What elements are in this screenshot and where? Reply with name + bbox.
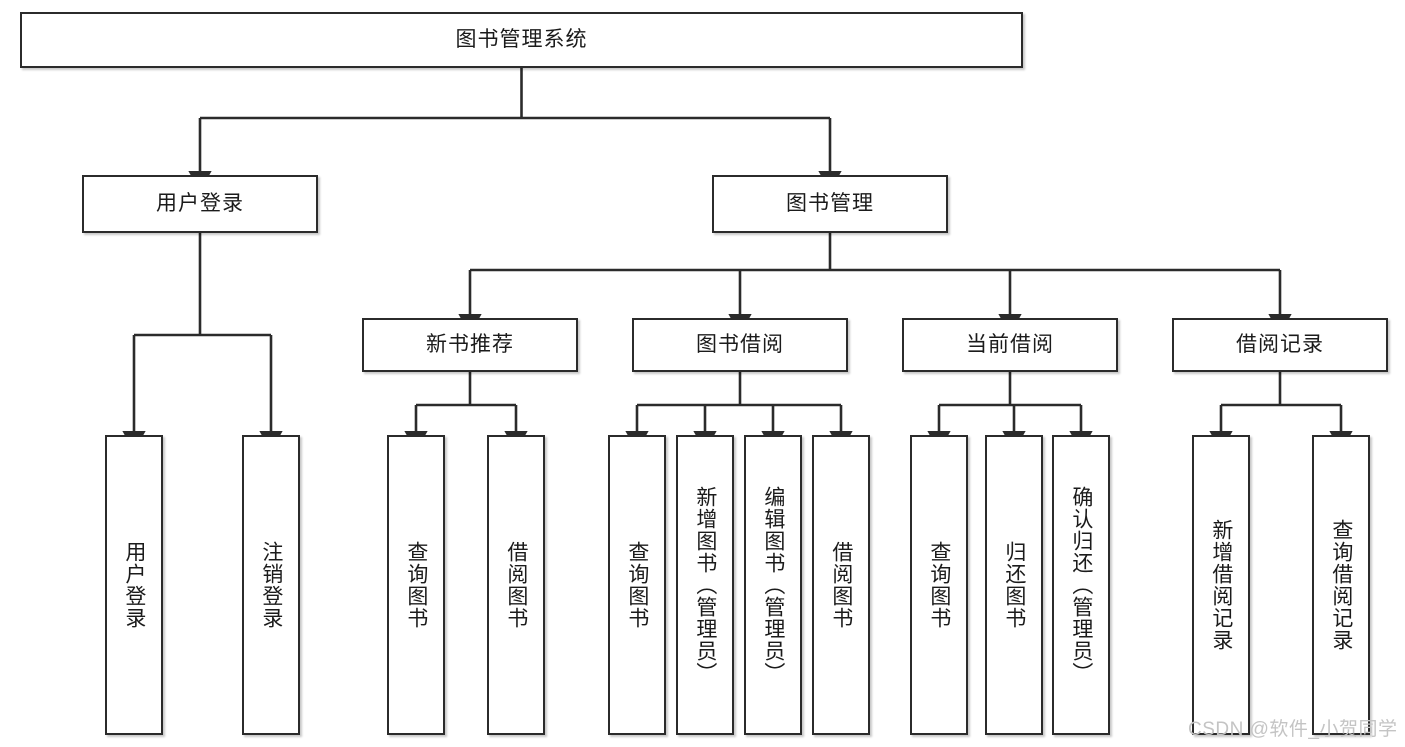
node-label: 编辑图书（管理员） (761, 486, 785, 684)
node-book-borrow[interactable]: 图书借阅 (632, 318, 848, 372)
node-book-management[interactable]: 图书管理 (712, 175, 948, 233)
node-label: 查询图书 (625, 541, 649, 629)
node-leaf-query-book-1[interactable]: 查询图书 (387, 435, 445, 735)
node-label: 借阅图书 (829, 541, 853, 629)
node-label: 查询借阅记录 (1329, 519, 1353, 651)
node-leaf-borrow-book-1[interactable]: 借阅图书 (487, 435, 545, 735)
node-leaf-add-book[interactable]: 新增图书（管理员） (676, 435, 734, 735)
node-label: 查询图书 (404, 541, 428, 629)
node-label: 注销登录 (259, 541, 283, 629)
node-leaf-query-book-3[interactable]: 查询图书 (910, 435, 968, 735)
node-label: 用户登录 (156, 192, 244, 216)
node-leaf-logout-login[interactable]: 注销登录 (242, 435, 300, 735)
node-leaf-add-record[interactable]: 新增借阅记录 (1192, 435, 1250, 735)
node-leaf-query-record[interactable]: 查询借阅记录 (1312, 435, 1370, 735)
node-new-book-recommend[interactable]: 新书推荐 (362, 318, 578, 372)
node-leaf-user-login[interactable]: 用户登录 (105, 435, 163, 735)
node-label: 查询图书 (927, 541, 951, 629)
node-label: 用户登录 (122, 541, 146, 629)
node-leaf-query-book-2[interactable]: 查询图书 (608, 435, 666, 735)
node-leaf-confirm-return[interactable]: 确认归还（管理员） (1052, 435, 1110, 735)
node-user-login[interactable]: 用户登录 (82, 175, 318, 233)
node-label: 新书推荐 (426, 333, 514, 357)
node-label: 图书管理系统 (455, 28, 588, 52)
node-current-borrow[interactable]: 当前借阅 (902, 318, 1118, 372)
node-root[interactable]: 图书管理系统 (20, 12, 1023, 68)
node-leaf-borrow-book-2[interactable]: 借阅图书 (812, 435, 870, 735)
node-label: 新增借阅记录 (1209, 519, 1233, 651)
node-label: 图书管理 (786, 192, 874, 216)
node-borrow-record[interactable]: 借阅记录 (1172, 318, 1388, 372)
node-leaf-return-book[interactable]: 归还图书 (985, 435, 1043, 735)
node-label: 确认归还（管理员） (1069, 486, 1093, 684)
node-label: 新增图书（管理员） (693, 486, 717, 684)
node-leaf-edit-book[interactable]: 编辑图书（管理员） (744, 435, 802, 735)
node-label: 当前借阅 (966, 333, 1054, 357)
node-label: 借阅记录 (1236, 333, 1324, 357)
node-label: 归还图书 (1002, 541, 1026, 629)
watermark-label: CSDN @软件_小贺同学 (1188, 719, 1398, 740)
node-label: 图书借阅 (696, 333, 784, 357)
node-label: 借阅图书 (504, 541, 528, 629)
